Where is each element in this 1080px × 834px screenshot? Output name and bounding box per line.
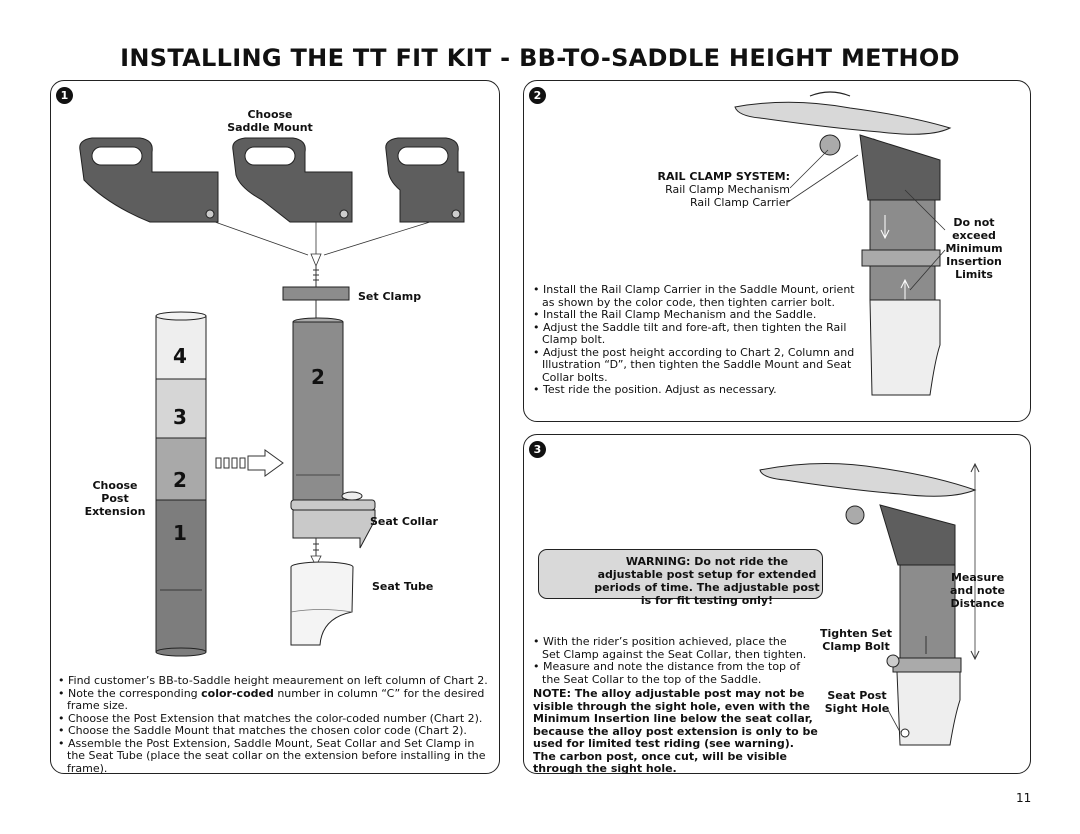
extension-number-2: 2 [173, 468, 187, 492]
right-arrow-icon [215, 449, 284, 477]
extension-number-1: 1 [173, 521, 187, 545]
seat-tube-label: Seat Tube [372, 580, 434, 593]
seat-post [899, 564, 956, 661]
leader-line-limit-2 [909, 249, 946, 291]
step-1-bullet: Note the corresponding color-coded numbe… [58, 686, 494, 713]
seat-collar-label: Seat Collar [370, 515, 438, 528]
main-post [292, 317, 344, 503]
warning-box: WARNING: Do not ride the adjustable post… [538, 549, 823, 607]
insertion-limit-warning-label: Do not exceed Minimum Insertion Limits [945, 216, 1003, 281]
color-coded-emphasis: color-coded [201, 686, 274, 700]
down-arrow-icon-2 [310, 555, 322, 567]
tilt-arrow-icon [809, 91, 851, 97]
selection-lines [214, 221, 431, 256]
step-2-bullet: Test ride the position. Adjust as necess… [533, 383, 863, 397]
step-3-number: 3 [529, 441, 546, 458]
step-3-note: NOTE: The alloy adjustable post may not … [533, 687, 818, 775]
warning-text: WARNING: Do not ride the adjustable post… [594, 555, 820, 607]
measure-arrows-icon [970, 462, 980, 661]
step-3-bullet: With the rider’s position achieved, plac… [533, 635, 808, 661]
tighten-set-clamp-label: Tighten Set Clamp Bolt [820, 627, 892, 653]
saddle-mount [859, 134, 941, 201]
step-1-instructions: Find customer’s BB-to-Saddle height meau… [58, 674, 494, 776]
clamp-bolt [313, 266, 319, 290]
step-2-number: 2 [529, 87, 546, 104]
seat-tube [290, 561, 354, 646]
seat-post-sight-hole-label: Seat Post Sight Hole [824, 689, 890, 715]
step-2-bullet: Install the Rail Clamp Mechanism and the… [533, 308, 863, 322]
saddle [759, 462, 977, 497]
saddle [734, 101, 952, 135]
page-title: INSTALLING THE TT FIT KIT - BB-TO-SADDLE… [120, 44, 960, 72]
set-clamp-bolt [886, 654, 900, 668]
seat-tube [896, 671, 961, 746]
step-2-instructions: Install the Rail Clamp Carrier in the Sa… [533, 283, 863, 397]
saddle-mount-1 [79, 137, 219, 223]
extension-number-3: 3 [173, 405, 187, 429]
step-1-bullet: Find customer’s BB-to-Saddle height meau… [58, 674, 494, 688]
choose-saddle-mount-label: Choose Saddle Mount [227, 108, 313, 134]
saddle-mount-3 [385, 137, 465, 223]
step-3-bullet: Measure and note the distance from the t… [533, 660, 808, 686]
insertion-arrow-up-icon [900, 278, 910, 300]
page-number: 11 [1016, 791, 1032, 805]
leader-line-carrier [787, 154, 859, 203]
saddle-mount-2 [232, 137, 353, 223]
set-clamp-label: Set Clamp [358, 290, 422, 303]
insertion-arrow-icon [880, 215, 890, 240]
step-2-bullet: Adjust the Saddle tilt and fore-aft, the… [533, 321, 863, 347]
saddle-mount [879, 504, 956, 566]
seat-collar [892, 657, 962, 673]
rail-clamp-system-label: RAIL CLAMP SYSTEM: [657, 170, 790, 183]
step-1-bullet: Choose the Post Extension that matches t… [58, 712, 494, 726]
rail-clamp-mechanism [819, 134, 841, 156]
step-1-number: 1 [56, 87, 73, 104]
leader-line-mechanism [789, 149, 829, 189]
measure-distance-label: Measure and note Distance [949, 571, 1006, 610]
leader-line-limit-1 [904, 189, 946, 231]
post-number: 2 [311, 365, 325, 389]
sight-hole [900, 728, 910, 738]
seat-tube [869, 299, 941, 396]
seat-collar [290, 491, 376, 549]
step-1-bullet: Assemble the Post Extension, Saddle Moun… [58, 737, 494, 776]
rail-clamp-mechanism-label: Rail Clamp Mechanism [665, 183, 790, 196]
step-2-bullet: Install the Rail Clamp Carrier in the Sa… [533, 283, 863, 309]
extension-number-4: 4 [173, 344, 187, 368]
step-1-bullet: Choose the Saddle Mount that matches the… [58, 724, 494, 738]
sight-hole-leader [887, 709, 901, 733]
seat-collar [861, 249, 941, 267]
down-arrow-icon [310, 253, 322, 268]
choose-post-extension-label: Choose Post Extension [84, 479, 146, 518]
step-2-bullet: Adjust the post height according to Char… [533, 346, 863, 385]
post-extension-stack [155, 311, 207, 657]
step-3-instructions: With the rider’s position achieved, plac… [533, 635, 808, 686]
rail-clamp [845, 505, 865, 525]
rail-clamp-carrier-label: Rail Clamp Carrier [689, 196, 790, 209]
